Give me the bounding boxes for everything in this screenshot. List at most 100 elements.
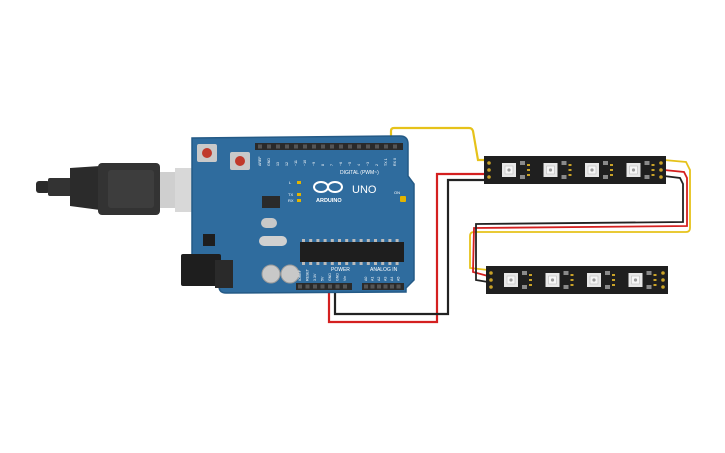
usb-plug-grip	[108, 170, 154, 208]
header-hole[interactable]	[328, 284, 332, 289]
l-led-label: L	[289, 180, 292, 185]
pin-label: TX 1	[384, 158, 388, 166]
header-hole[interactable]	[313, 284, 317, 289]
solder-pad	[653, 279, 657, 281]
strip-pad	[659, 175, 663, 179]
chip-pin	[366, 239, 370, 242]
pin-label: 12	[285, 162, 289, 166]
header-hole[interactable]	[321, 144, 325, 149]
pin-label: A5	[397, 277, 401, 281]
pin-label: RX 0	[393, 158, 397, 166]
header-hole[interactable]	[384, 144, 388, 149]
wire-signal[interactable]	[389, 126, 486, 162]
chip-pin	[316, 262, 320, 265]
solder-pad	[570, 274, 574, 276]
wire-power[interactable]	[327, 172, 488, 324]
solder-pad	[529, 284, 532, 286]
analog-label: ANALOG IN	[370, 267, 398, 273]
pin-label: 13	[276, 162, 280, 166]
header-hole[interactable]	[339, 144, 343, 149]
header-hole[interactable]	[343, 284, 347, 289]
header-hole[interactable]	[267, 144, 271, 149]
led-strip-top[interactable]	[484, 156, 666, 184]
wire-ground[interactable]	[333, 178, 488, 316]
header-hole[interactable]	[276, 144, 280, 149]
usb-cable[interactable]	[36, 163, 205, 215]
solder-pad	[612, 279, 615, 281]
power-jack-rear	[215, 260, 233, 288]
rx-led	[297, 199, 301, 202]
pin-label: 8	[321, 164, 325, 166]
led-strip-bottom[interactable]	[486, 266, 668, 294]
header-hole[interactable]	[377, 284, 381, 289]
solder-pad	[527, 164, 530, 166]
header-hole[interactable]	[258, 144, 262, 149]
led-die	[507, 168, 511, 172]
solder-pad	[568, 164, 572, 166]
arduino-wordmark: ARDUINO	[316, 198, 342, 204]
header-hole[interactable]	[357, 144, 361, 149]
pin-label: A2	[377, 277, 381, 281]
chip-pin	[381, 239, 385, 242]
pin-label: 7	[330, 164, 334, 166]
header-hole[interactable]	[294, 144, 298, 149]
chip-pin	[323, 239, 327, 242]
digital-label: DIGITAL (PWM~)	[340, 170, 379, 176]
strip-pad	[661, 278, 665, 282]
header-hole[interactable]	[298, 284, 302, 289]
chip-pin	[338, 262, 341, 265]
header-hole[interactable]	[335, 284, 340, 289]
crystal	[259, 236, 287, 246]
pin-label: 3.3V	[313, 273, 317, 281]
digital-header-holes	[258, 144, 397, 149]
power-label: POWER	[331, 267, 350, 273]
arduino-logo: ARDUINO	[313, 181, 343, 204]
chip-pin	[352, 262, 356, 265]
solder-pad	[527, 174, 530, 176]
on-led	[400, 196, 406, 202]
header-hole[interactable]	[375, 144, 379, 149]
header-hole[interactable]	[393, 144, 397, 149]
wire-strip-link-signal	[469, 159, 691, 271]
header-hole[interactable]	[285, 144, 289, 149]
pin-label: ~9	[312, 162, 316, 166]
header-hole[interactable]	[370, 284, 375, 289]
capacitor-2	[280, 264, 300, 284]
digital-header[interactable]	[255, 143, 403, 150]
led-die	[592, 278, 596, 282]
pin-label: A4	[390, 277, 394, 281]
header-hole[interactable]	[303, 144, 307, 149]
solder-pad	[568, 169, 572, 171]
header-hole[interactable]	[305, 284, 310, 289]
solder-pad	[570, 279, 574, 281]
header-hole[interactable]	[320, 284, 325, 289]
led-capacitor	[646, 285, 652, 289]
solder-pad	[610, 164, 613, 166]
header-hole[interactable]	[364, 284, 368, 289]
strip-pad	[659, 168, 663, 172]
header-hole[interactable]	[390, 284, 394, 289]
header-hole[interactable]	[312, 144, 316, 149]
strip-pad	[661, 271, 665, 275]
pin-label: GND	[267, 158, 271, 166]
chip-pin	[374, 262, 377, 265]
pin-label: ~10	[303, 160, 307, 166]
header-hole[interactable]	[366, 144, 370, 149]
power-jack[interactable]	[181, 254, 221, 286]
power-header-holes	[298, 284, 347, 289]
header-hole[interactable]	[383, 284, 388, 289]
atmega-chip	[300, 242, 404, 262]
uno-label: UNO	[352, 184, 377, 196]
header-hole[interactable]	[396, 284, 401, 289]
chip-pin	[345, 262, 349, 265]
chip-pin	[345, 239, 349, 242]
header-hole[interactable]	[330, 144, 334, 149]
crystal-small	[261, 218, 277, 228]
chip-pin	[330, 239, 334, 242]
header-hole[interactable]	[348, 144, 352, 149]
analog-header[interactable]	[362, 283, 404, 290]
